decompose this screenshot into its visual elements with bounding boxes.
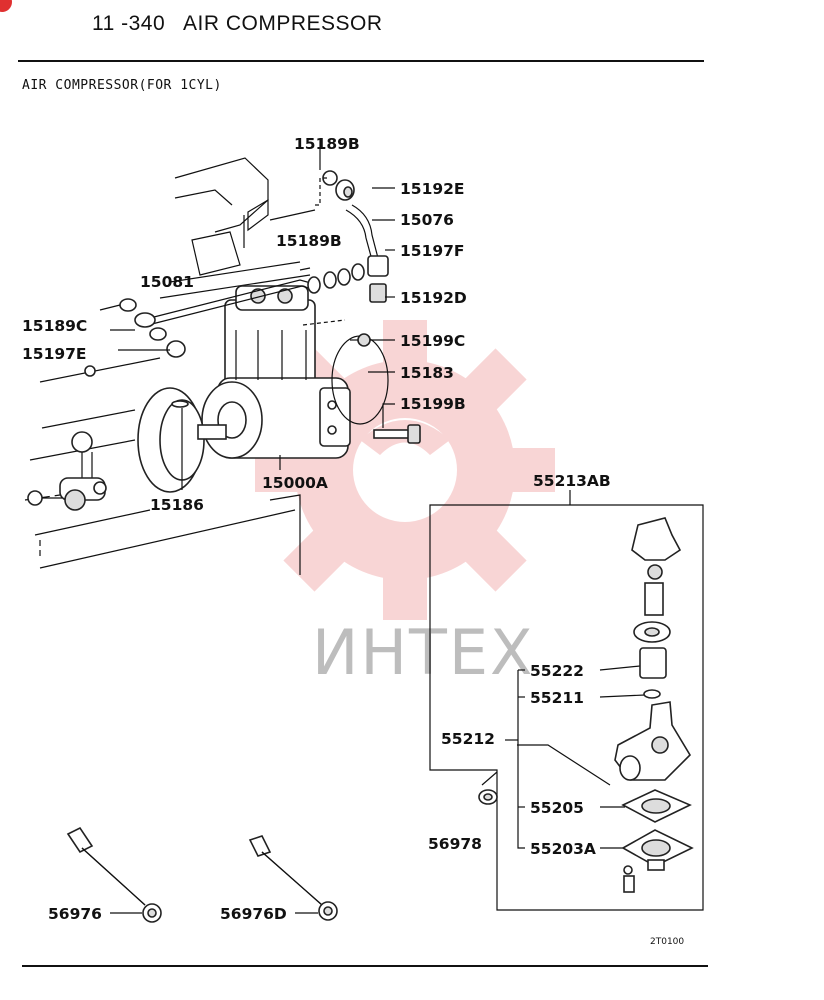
bottom-rule bbox=[22, 965, 708, 967]
label-15199C: 15199C bbox=[400, 332, 465, 350]
label-55211: 55211 bbox=[530, 689, 584, 707]
label-55203A: 55203A bbox=[530, 840, 596, 858]
top-rule bbox=[18, 60, 704, 62]
bolt-15199C bbox=[350, 333, 371, 347]
label-15197E: 15197E bbox=[22, 345, 87, 363]
label-55212: 55212 bbox=[441, 730, 495, 748]
label-15197F: 15197F bbox=[400, 242, 465, 260]
label-15189B-mid: 15189B bbox=[276, 232, 342, 250]
label-56976D: 56976D bbox=[220, 905, 287, 923]
label-56976: 56976 bbox=[48, 905, 102, 923]
bolt-15199B bbox=[373, 424, 421, 444]
left-fittings bbox=[27, 365, 107, 511]
label-15186: 15186 bbox=[150, 496, 204, 514]
figure-code: 2T0100 bbox=[650, 937, 684, 947]
pipe-15081 bbox=[119, 263, 365, 358]
label-55213AB: 55213AB bbox=[533, 472, 611, 490]
label-15000A: 15000A bbox=[262, 474, 328, 492]
label-15189B-top: 15189B bbox=[294, 135, 360, 153]
compressor-15000A bbox=[201, 285, 389, 459]
leader-lines bbox=[99, 140, 395, 490]
label-15192E: 15192E bbox=[400, 180, 465, 198]
label-15183: 15183 bbox=[400, 364, 454, 382]
pipe-15076 bbox=[243, 170, 389, 303]
engine-block-outline bbox=[24, 157, 311, 575]
corner-badge bbox=[0, 0, 12, 12]
watermark-text: ИНТЕХ bbox=[312, 616, 535, 689]
label-15199B: 15199B bbox=[400, 395, 466, 413]
label-15189C: 15189C bbox=[22, 317, 87, 335]
label-15192D: 15192D bbox=[400, 289, 467, 307]
label-56978: 56978 bbox=[428, 835, 482, 853]
label-55222: 55222 bbox=[530, 662, 584, 680]
label-15076: 15076 bbox=[400, 211, 454, 229]
page-title: 11 -340 AIR COMPRESSOR bbox=[92, 12, 383, 35]
hose-56976D bbox=[248, 835, 338, 921]
label-55205: 55205 bbox=[530, 799, 584, 817]
label-15081: 15081 bbox=[140, 273, 194, 291]
hose-56976 bbox=[66, 826, 162, 923]
governor-parts bbox=[478, 517, 694, 893]
diagram-subtitle: AIR COMPRESSOR(FOR 1CYL) bbox=[22, 78, 222, 93]
